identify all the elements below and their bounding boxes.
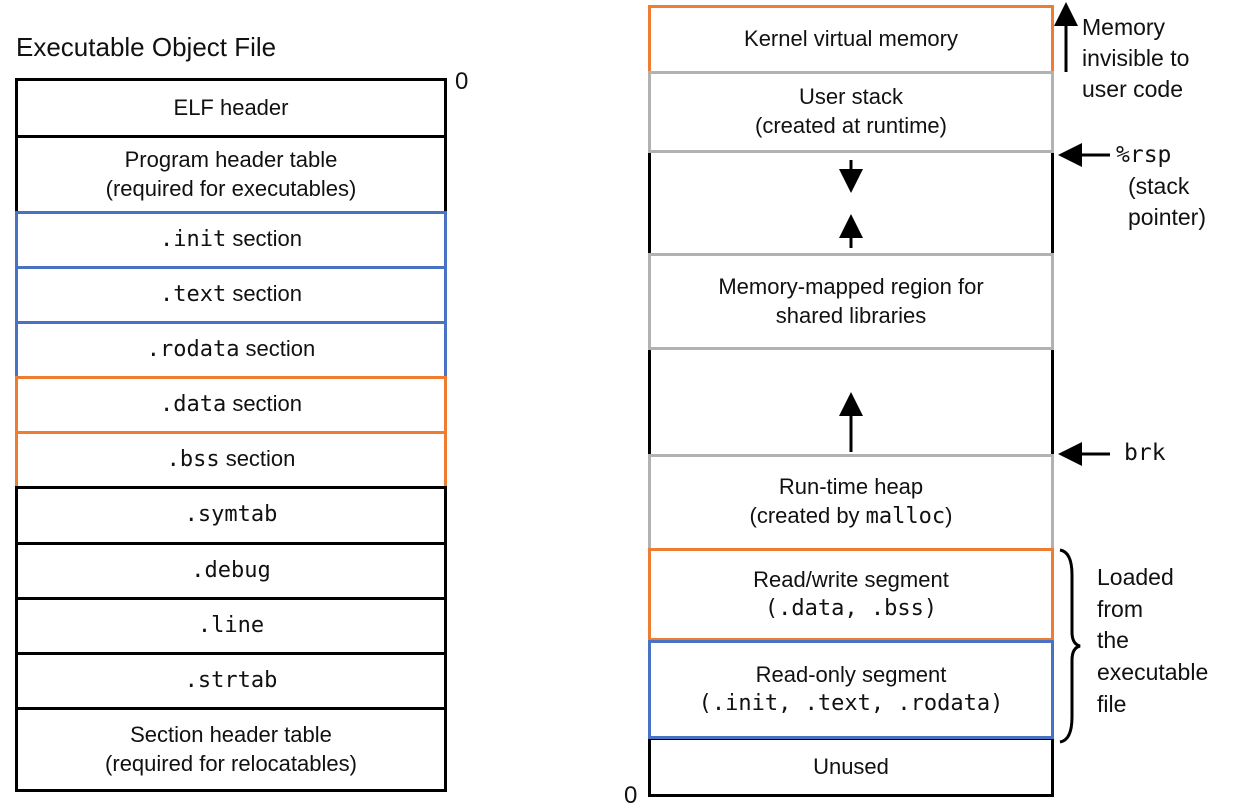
section-code: .line <box>197 612 265 638</box>
section-code: .symtab <box>184 502 278 528</box>
user-stack-region: User stack (created at runtime) <box>648 71 1054 153</box>
kernel-invisible-note: Memory invisible to user code <box>1082 14 1190 103</box>
brk-label: brk <box>1124 440 1166 466</box>
rsp-note-line2: pointer) <box>1128 204 1206 231</box>
program-header-table-section: Program header table (required for execu… <box>15 135 447 214</box>
region-label: User stack <box>799 84 903 110</box>
section-suffix: section <box>219 446 296 472</box>
rsp-label: %rsp (stack pointer) <box>1116 140 1206 233</box>
region-label: Unused <box>813 753 889 779</box>
region-sublabel: (created by malloc) <box>749 503 953 529</box>
section-code: .debug <box>191 557 271 583</box>
rsp-code: %rsp <box>1116 142 1172 168</box>
debug-section: .debug <box>15 542 447 600</box>
section-code: .text <box>159 282 227 308</box>
rodata-section: .rodata section <box>15 321 447 379</box>
section-code: .bss <box>166 447 220 473</box>
bss-section: .bss section <box>15 431 447 489</box>
strtab-section: .strtab <box>15 652 447 710</box>
rsp-note-line1: (stack <box>1128 173 1190 200</box>
section-sublabel: (required for executables) <box>105 175 357 201</box>
section-code: .rodata <box>146 337 240 363</box>
section-sublabel: (required for relocatables) <box>105 750 357 776</box>
symtab-section: .symtab <box>15 486 447 545</box>
section-label: Program header table <box>124 146 338 172</box>
section-code: .init <box>159 227 227 253</box>
region-sublabel: (.init, .text, .rodata) <box>698 690 1004 716</box>
unused-region: Unused <box>648 737 1054 797</box>
section-label: ELF header <box>173 94 289 120</box>
file-offset-zero-label: 0 <box>455 68 469 95</box>
elf-header-section: ELF header <box>15 78 447 138</box>
read-only-segment: Read-only segment (.init, .text, .rodata… <box>648 640 1054 739</box>
section-label: Section header table <box>130 721 332 747</box>
region-label: Run-time heap <box>778 474 924 500</box>
section-suffix: section <box>239 336 316 362</box>
section-suffix: section <box>226 281 303 307</box>
malloc-code: malloc <box>865 504 946 529</box>
heap-growth-gap <box>648 347 1054 457</box>
region-sublabel: shared libraries <box>775 302 927 328</box>
section-code: .strtab <box>184 667 278 693</box>
address-zero-label: 0 <box>624 782 638 809</box>
loaded-from-executable-note: Loaded from the executable file <box>1097 564 1209 717</box>
read-write-segment: Read/write segment (.data, .bss) <box>648 548 1054 641</box>
run-time-heap-region: Run-time heap (created by malloc) <box>648 454 1054 551</box>
region-sublabel: (.data, .bss) <box>764 595 938 621</box>
section-code: .data <box>159 392 227 418</box>
region-sublabel: (created at runtime) <box>755 113 947 138</box>
section-suffix: section <box>226 391 303 417</box>
region-label: Memory-mapped region for <box>718 273 984 299</box>
region-label: Kernel virtual memory <box>744 26 958 52</box>
section-suffix: section <box>226 226 303 252</box>
init-section: .init section <box>15 211 447 269</box>
text-section: .text section <box>15 266 447 324</box>
data-section: .data section <box>15 376 447 434</box>
line-section: .line <box>15 597 447 655</box>
executable-object-file-title: Executable Object File <box>16 32 277 62</box>
memory-mapped-region: Memory-mapped region for shared librarie… <box>648 253 1054 350</box>
region-label: Read-only segment <box>755 661 947 687</box>
section-header-table-section: Section header table (required for reloc… <box>15 707 447 792</box>
kernel-virtual-memory-region: Kernel virtual memory <box>648 5 1054 74</box>
region-label: Read/write segment <box>753 566 949 592</box>
loaded-segments-brace <box>1059 548 1081 744</box>
stack-growth-gap <box>648 150 1054 256</box>
